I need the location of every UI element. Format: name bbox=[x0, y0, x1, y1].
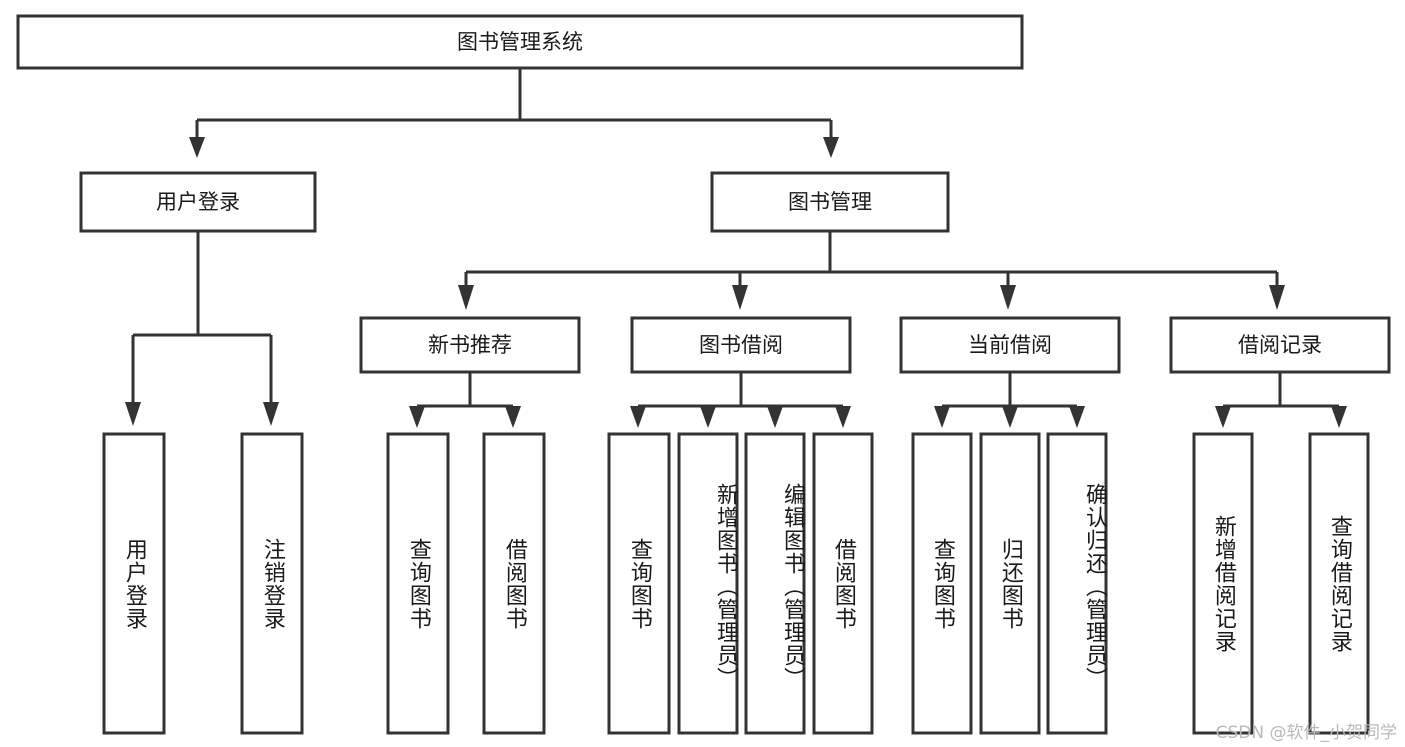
arrowhead-leaf-new-book-1 bbox=[409, 406, 425, 428]
node-book-mgmt-label: 图书管理 bbox=[788, 190, 872, 214]
node-current-borrow-label: 当前借阅 bbox=[968, 333, 1052, 357]
leaf-box-borrow-record-2[interactable] bbox=[1308, 432, 1370, 735]
arrowhead-leaf-current-borrow-3 bbox=[1069, 406, 1085, 428]
arrowhead-borrow-record bbox=[1269, 285, 1285, 310]
arrowhead-leaf-book-borrow-1 bbox=[630, 406, 646, 428]
leaf-box-book-borrow-3[interactable] bbox=[744, 432, 806, 735]
node-borrow-record-label: 借阅记录 bbox=[1238, 333, 1322, 357]
arrowhead-leaf-book-borrow-2 bbox=[700, 406, 716, 428]
arrowhead-user-login bbox=[189, 137, 205, 158]
arrowhead-new-book bbox=[458, 285, 474, 310]
leaf-box-new-book-2[interactable] bbox=[482, 432, 546, 735]
leaf-box-user-login-2[interactable] bbox=[240, 432, 304, 735]
leaf-box-current-borrow-2[interactable] bbox=[979, 432, 1041, 735]
arrowhead-leaf-borrow-record-1 bbox=[1215, 406, 1231, 428]
arrowhead-current-borrow bbox=[1000, 285, 1016, 310]
arrowhead-leaf-user-login-2 bbox=[263, 402, 279, 426]
arrowhead-leaf-borrow-record-2 bbox=[1331, 406, 1347, 428]
arrowhead-leaf-current-borrow-1 bbox=[934, 406, 950, 428]
arrowhead-book-borrow bbox=[732, 285, 748, 310]
leaf-box-new-book-1[interactable] bbox=[386, 432, 450, 735]
node-book-borrow-label: 图书借阅 bbox=[699, 333, 783, 357]
node-current-borrow-box[interactable] bbox=[899, 316, 1121, 374]
leaf-box-user-login-1[interactable] bbox=[102, 432, 166, 735]
leaf-box-current-borrow-3[interactable] bbox=[1046, 432, 1108, 735]
leaf-box-borrow-record-1[interactable] bbox=[1192, 432, 1254, 735]
arrowhead-leaf-book-borrow-4 bbox=[835, 406, 851, 428]
arrowhead-leaf-user-login-1 bbox=[125, 402, 141, 426]
node-borrow-record-box[interactable] bbox=[1169, 316, 1391, 374]
leaf-box-book-borrow-2[interactable] bbox=[677, 432, 739, 735]
node-root-label: 图书管理系统 bbox=[457, 30, 583, 54]
arrowhead-leaf-new-book-2 bbox=[505, 406, 521, 428]
node-book-mgmt-box[interactable] bbox=[710, 171, 950, 233]
csdn-watermark: CSDN @软件_小贺同学 bbox=[1215, 723, 1397, 743]
node-user-login-label: 用户登录 bbox=[156, 190, 240, 214]
leaf-box-book-borrow-4[interactable] bbox=[812, 432, 874, 735]
node-book-borrow-box[interactable] bbox=[630, 316, 852, 374]
node-root-box[interactable] bbox=[16, 14, 1024, 70]
leaf-box-book-borrow-1[interactable] bbox=[607, 432, 671, 735]
leaf-box-current-borrow-1[interactable] bbox=[911, 432, 973, 735]
arrowhead-book-mgmt bbox=[823, 137, 839, 158]
arrowhead-leaf-current-borrow-2 bbox=[1002, 406, 1018, 428]
node-new-book-label: 新书推荐 bbox=[428, 333, 512, 357]
arrowhead-leaf-book-borrow-3 bbox=[767, 406, 783, 428]
node-new-book-box[interactable] bbox=[359, 316, 581, 374]
